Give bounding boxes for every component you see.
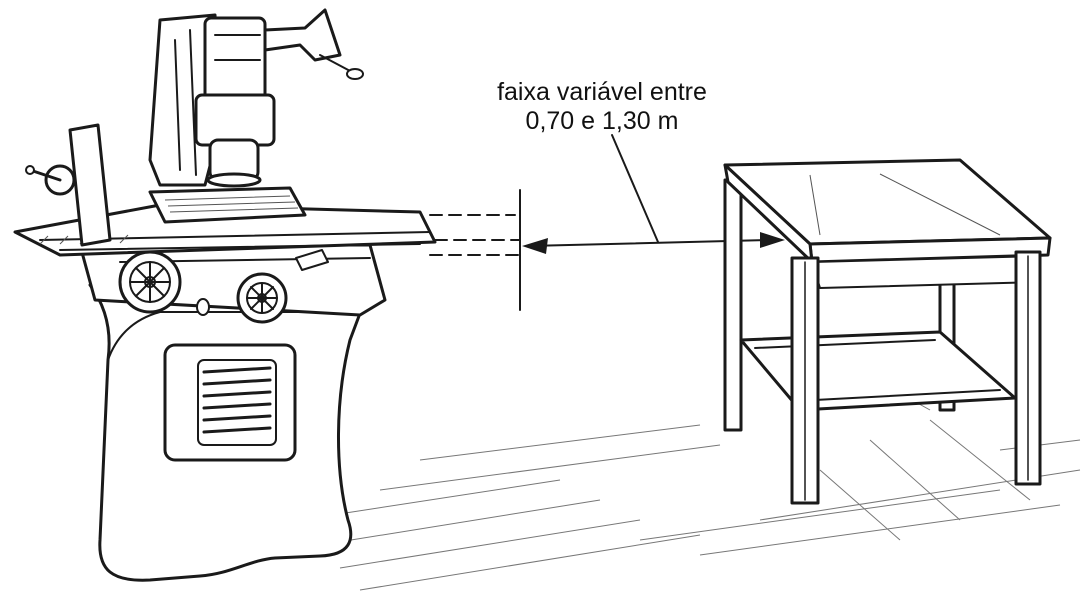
- handwheel-right: [236, 272, 288, 324]
- arrowhead-right: [760, 232, 785, 248]
- distance-annotation: faixa variável entre 0,70 e 1,30 m: [452, 78, 752, 136]
- table-travel-dashed: [429, 214, 521, 256]
- annotation-line-1: faixa variável entre: [497, 78, 707, 106]
- arrowhead-left: [522, 238, 548, 254]
- annotation-line-2: 0,70 e 1,30 m: [525, 107, 679, 135]
- handwheel-left: [118, 250, 182, 314]
- distance-indicator: [519, 134, 785, 311]
- grinding-machine: [13, 8, 521, 582]
- table-top: [723, 158, 1052, 246]
- leader-line: [611, 134, 659, 243]
- work-table: [723, 158, 1052, 505]
